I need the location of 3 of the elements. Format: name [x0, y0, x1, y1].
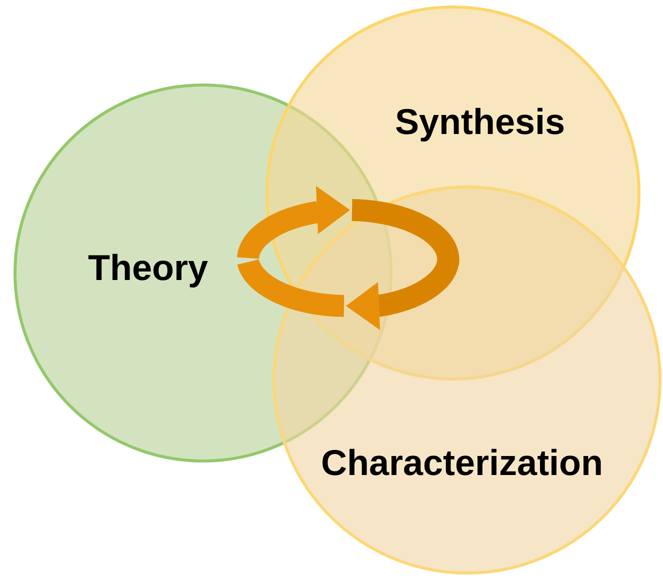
circle-label: Characterization — [320, 442, 604, 484]
circle-label: Theory — [88, 247, 208, 289]
circle-label: Synthesis — [394, 101, 566, 143]
